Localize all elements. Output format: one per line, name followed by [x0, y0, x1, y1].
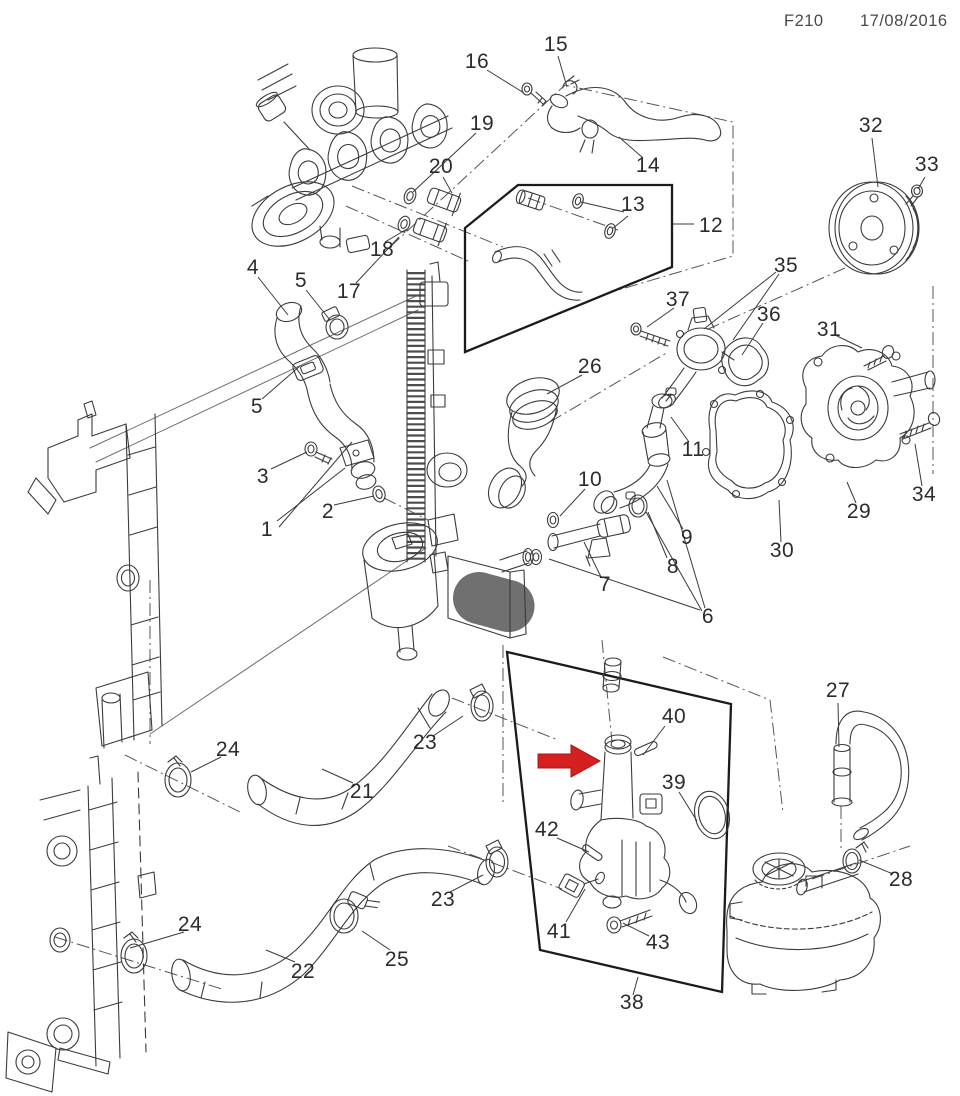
radiator-lower [6, 756, 156, 1092]
coolant-fittings [396, 183, 463, 246]
document-code: F210 [784, 12, 824, 30]
callout-26: 26 [577, 355, 603, 378]
bolt-31 [881, 344, 896, 360]
callout-31: 31 [816, 318, 842, 341]
callout-1: 1 [260, 518, 274, 541]
callout-25: 25 [384, 948, 410, 971]
callout-17: 17 [336, 280, 362, 303]
callout-15: 15 [543, 33, 569, 56]
callout-3: 3 [256, 465, 270, 488]
coolant-pipes-group [531, 388, 677, 566]
group-box-38 [507, 652, 731, 992]
bolt-43 [607, 910, 652, 933]
callout-20: 20 [428, 155, 454, 178]
radiator-upper [28, 296, 426, 748]
callout-10: 10 [577, 468, 603, 491]
group-box-13 [465, 185, 672, 352]
callout-40: 40 [661, 705, 687, 728]
callout-29: 29 [846, 500, 872, 523]
callout-12: 12 [698, 214, 724, 237]
callout-24: 24 [177, 913, 203, 936]
callout-37: 37 [665, 288, 691, 311]
callout-5: 5 [294, 269, 308, 292]
thermostat-housing-group [631, 307, 768, 410]
callout-19: 19 [469, 112, 495, 135]
callout-35: 35 [773, 254, 799, 277]
callout-2: 2 [321, 500, 335, 523]
callout-13: 13 [620, 193, 646, 216]
callout-11: 11 [681, 438, 705, 461]
callout-4: 4 [246, 256, 260, 279]
callout-23: 23 [412, 731, 438, 754]
water-pump-gasket-30 [703, 391, 794, 499]
callout-22: 22 [290, 960, 316, 983]
clamp-28 [843, 842, 868, 873]
callout-14: 14 [635, 154, 661, 177]
callout-28: 28 [888, 868, 914, 891]
hose-clamps-24 [121, 756, 191, 973]
callout-16: 16 [464, 50, 490, 73]
turbocharger-assembly [241, 48, 453, 259]
radiator-hose-22 [169, 840, 508, 1002]
callout-41: 41 [546, 920, 572, 943]
callout-36: 36 [756, 303, 782, 326]
document-date: 17/08/2016 [860, 12, 948, 30]
callout-8: 8 [666, 555, 680, 578]
callout-23: 23 [430, 888, 456, 911]
callout-30: 30 [769, 539, 795, 562]
callout-24: 24 [215, 738, 241, 761]
pointer-arrow [538, 745, 600, 777]
hose-26 [482, 371, 564, 513]
leader-lines [130, 56, 925, 995]
tank-cap [753, 853, 805, 885]
turbo-inlet-pipe-group [274, 299, 387, 503]
bolt-33 [906, 185, 923, 206]
callout-33: 33 [914, 153, 940, 176]
coolant-outlet-housing-38 [558, 658, 734, 933]
clamp-25 [330, 891, 380, 933]
sensor-41 [558, 871, 606, 898]
callout-39: 39 [661, 771, 687, 794]
radiator-hose-21 [245, 684, 493, 825]
callout-42: 42 [534, 818, 560, 841]
callout-5: 5 [250, 395, 264, 418]
pin-40 [633, 740, 658, 756]
callout-34: 34 [911, 483, 937, 506]
callout-43: 43 [645, 931, 671, 954]
callout-18: 18 [369, 238, 395, 261]
callout-9: 9 [680, 526, 694, 549]
callout-21: 21 [349, 780, 375, 803]
water-pump-29 [801, 344, 941, 467]
bypass-hose-14 [522, 76, 721, 153]
callout-6: 6 [701, 605, 715, 628]
callout-32: 32 [858, 114, 884, 137]
callout-38: 38 [619, 991, 645, 1014]
turbo-water-pipe-13 [491, 189, 617, 300]
bolt-34 [900, 411, 941, 439]
oil-cooler-assembly [358, 515, 533, 660]
callout-27: 27 [825, 679, 851, 702]
pin-42 [581, 843, 603, 861]
pulley-32 [829, 182, 923, 274]
radiator-core-band [407, 262, 467, 573]
assembly-axes [55, 85, 933, 990]
callout-7: 7 [598, 573, 612, 596]
